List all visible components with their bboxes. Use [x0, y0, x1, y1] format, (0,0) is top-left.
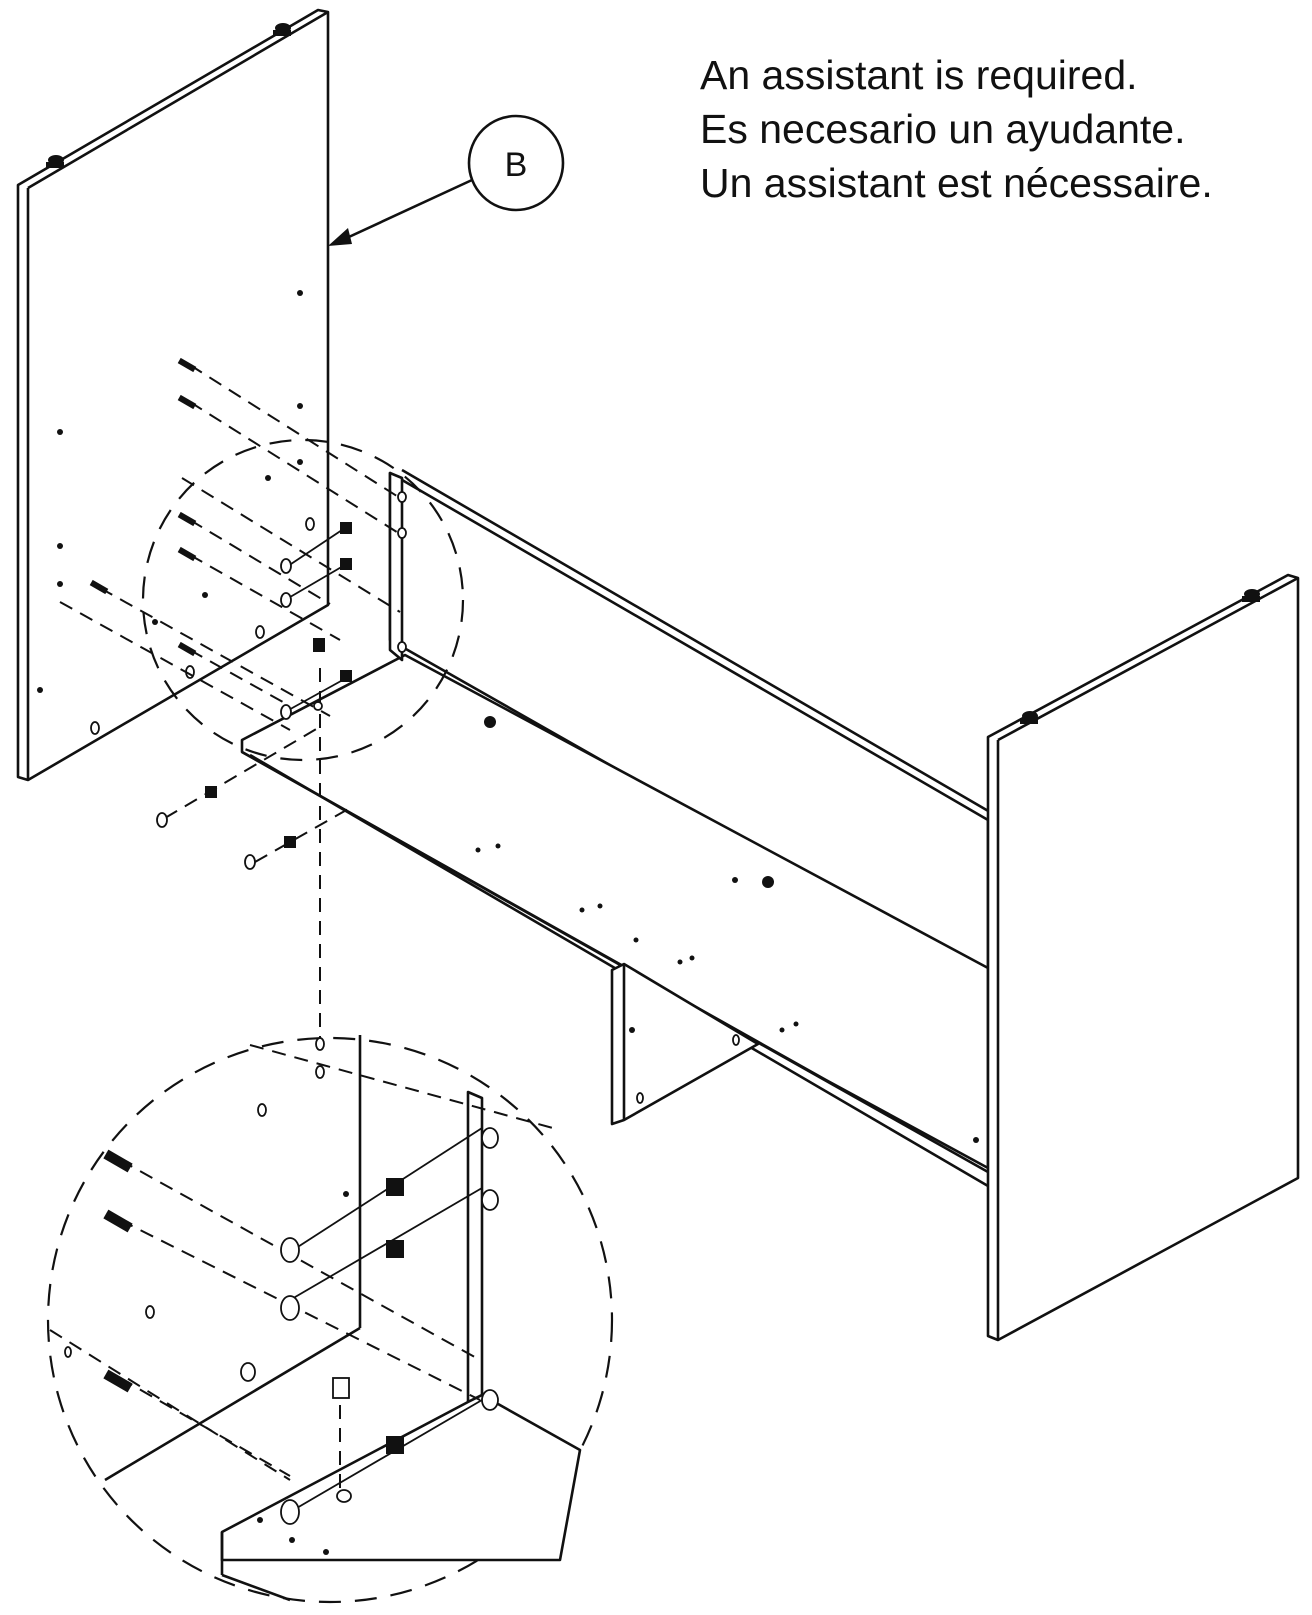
fastener-paths [59, 364, 401, 1040]
middle-support [610, 962, 760, 1126]
dowels [89, 357, 352, 870]
front-upright [388, 471, 407, 662]
side-panel-right [986, 573, 1300, 1342]
note-line-spanish: Es necesario un ayudante. [700, 106, 1186, 152]
callout-label: B [505, 146, 528, 184]
detail-circle-small [141, 438, 465, 762]
assistant-note: An assistant is required. Es necesario u… [700, 48, 1213, 210]
callout-b: B [328, 114, 565, 246]
detail-circle-large [46, 1035, 614, 1604]
note-line-english: An assistant is required. [700, 52, 1138, 98]
side-panel-b [16, 8, 330, 782]
note-line-french: Un assistant est nécessaire. [700, 160, 1213, 206]
